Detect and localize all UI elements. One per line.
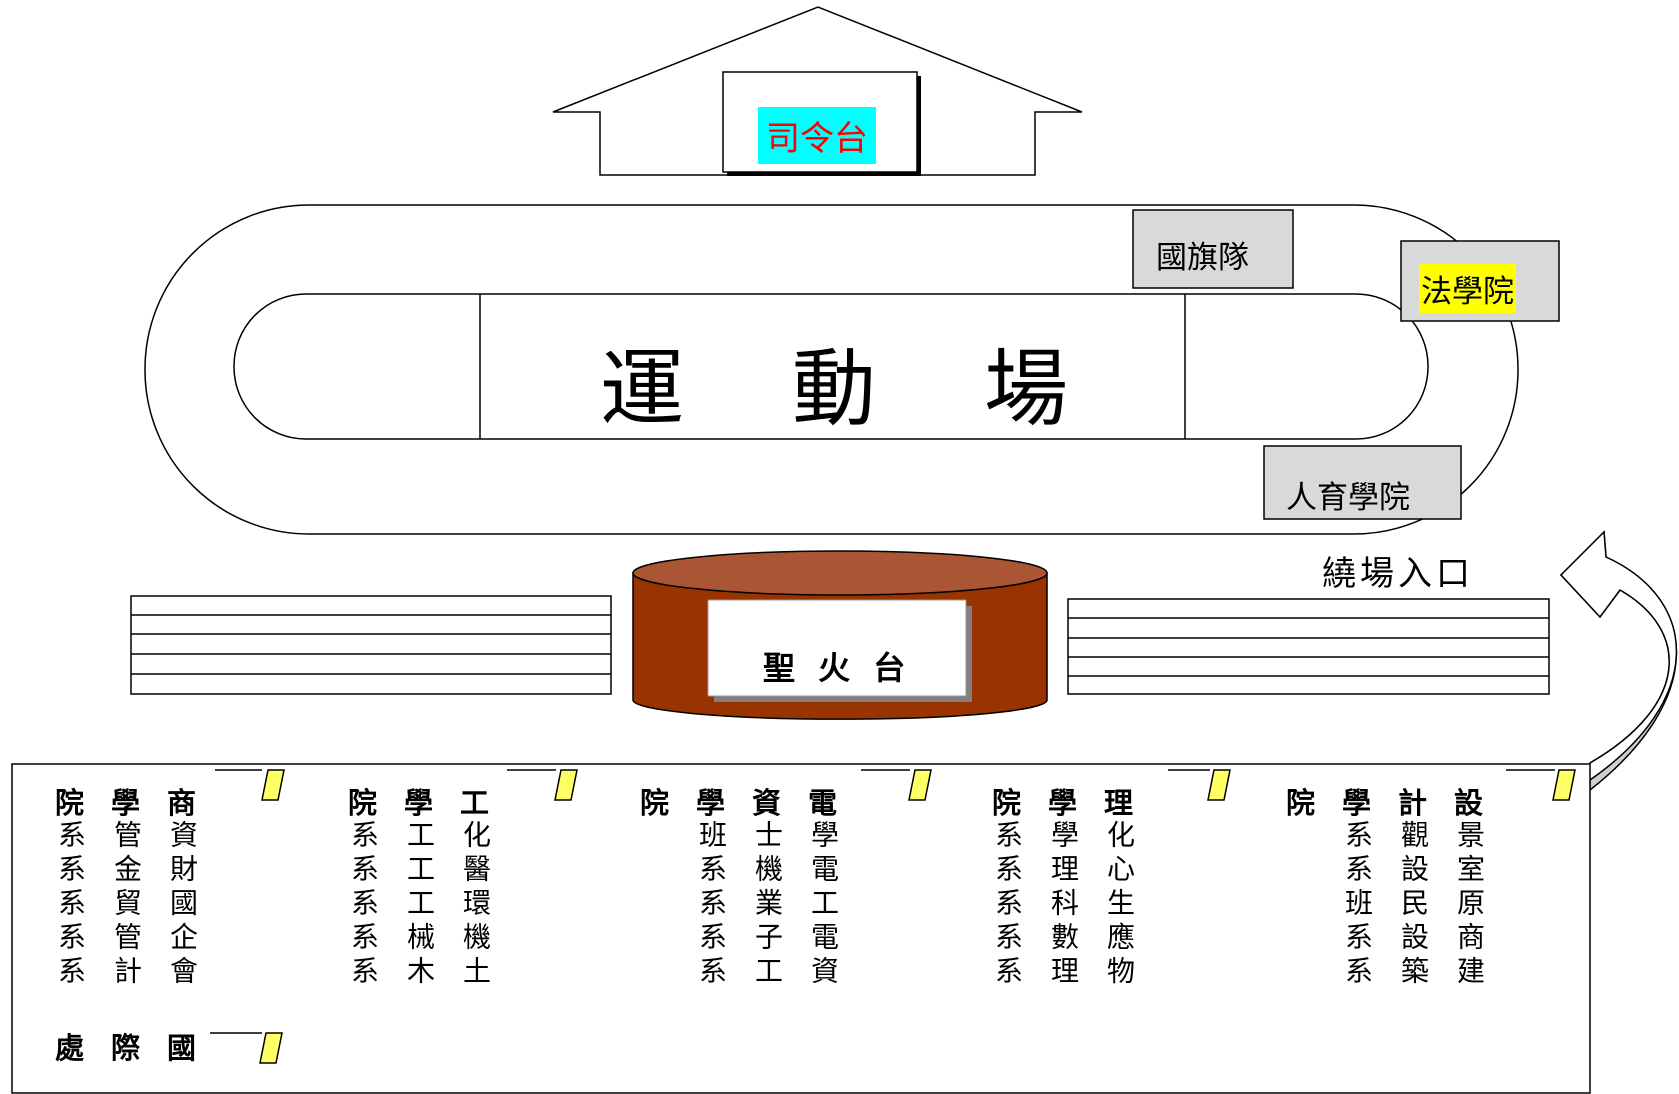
department-column: 班系系系系 bbox=[695, 820, 728, 990]
department-column: 觀設民設築 bbox=[1397, 820, 1430, 990]
college-header-char: 院 bbox=[640, 786, 670, 820]
department-column: 管金貿管計 bbox=[110, 820, 143, 990]
department-column: 士機業子工 bbox=[751, 820, 784, 990]
department-column: 化心生應物 bbox=[1103, 820, 1136, 990]
college-header-char: 學 bbox=[111, 786, 141, 820]
college-header-char: 電 bbox=[808, 786, 838, 820]
college-header-char: 學 bbox=[696, 786, 726, 820]
intl-office-char: 國 bbox=[167, 1031, 197, 1065]
department-column: 系系班系系 bbox=[1341, 820, 1374, 990]
college-header-char: 學 bbox=[1342, 786, 1372, 820]
inner-track bbox=[233, 293, 1429, 440]
header-lines bbox=[210, 769, 1555, 1034]
department-column: 資財國企會 bbox=[166, 820, 199, 990]
department-column: 學理科數理 bbox=[1047, 820, 1080, 990]
college-header-char: 學 bbox=[1048, 786, 1078, 820]
college-header-char: 學 bbox=[404, 786, 434, 820]
intl-office-header: 處際國 bbox=[55, 1025, 223, 1067]
college-header-char: 資 bbox=[752, 786, 782, 820]
department-column: 景室原商建 bbox=[1453, 820, 1486, 990]
college-header-char: 院 bbox=[992, 786, 1022, 820]
department-column: 系系系系系 bbox=[347, 820, 380, 990]
college-header: 院學工 bbox=[348, 780, 516, 822]
department-column: 工工工械木 bbox=[403, 820, 436, 990]
college-header-char: 工 bbox=[460, 786, 490, 820]
scroll-icon bbox=[908, 769, 932, 801]
torch-label: 聖 火 台 bbox=[763, 649, 912, 687]
department-column: 化醫環機土 bbox=[459, 820, 492, 990]
scroll-icon bbox=[1552, 769, 1576, 801]
flag-team-label: 國旗隊 bbox=[1156, 240, 1249, 276]
humanities-label: 人育學院 bbox=[1286, 480, 1410, 516]
intl-office-char: 處 bbox=[55, 1031, 85, 1065]
college-header-char: 設 bbox=[1454, 786, 1484, 820]
department-column: 學電工電資 bbox=[807, 820, 840, 990]
left-stands bbox=[130, 595, 612, 695]
humanities-box bbox=[1263, 445, 1462, 520]
college-header-char: 商 bbox=[167, 786, 197, 820]
scroll-icon bbox=[554, 769, 578, 801]
flag-team-box bbox=[1132, 209, 1294, 289]
college-header: 院學計設 bbox=[1286, 780, 1510, 822]
scroll-icon bbox=[1207, 769, 1231, 801]
college-header-char: 院 bbox=[55, 786, 85, 820]
scroll-icon bbox=[259, 1032, 283, 1064]
field-title: 運 動 場 bbox=[600, 340, 1081, 438]
college-header-char: 理 bbox=[1104, 786, 1134, 820]
torch-platform bbox=[632, 550, 1048, 720]
college-header-char: 院 bbox=[348, 786, 378, 820]
college-header: 院學理 bbox=[992, 780, 1160, 822]
law-college-label: 法學院 bbox=[1419, 264, 1516, 313]
stage-label: 司令台 bbox=[758, 107, 876, 164]
right-stands bbox=[1067, 598, 1550, 695]
department-column: 系系系系系 bbox=[54, 820, 87, 990]
scroll-icon bbox=[261, 769, 285, 801]
department-column: 系系系系系 bbox=[991, 820, 1024, 990]
college-header: 院學資電 bbox=[640, 780, 864, 822]
college-header-char: 院 bbox=[1286, 786, 1316, 820]
intl-office-char: 際 bbox=[111, 1031, 141, 1065]
entrance-label: 繞場入口 bbox=[1322, 554, 1474, 594]
college-header: 院學商 bbox=[55, 780, 223, 822]
college-header-char: 計 bbox=[1398, 786, 1428, 820]
scroll-icons bbox=[259, 769, 1576, 1064]
